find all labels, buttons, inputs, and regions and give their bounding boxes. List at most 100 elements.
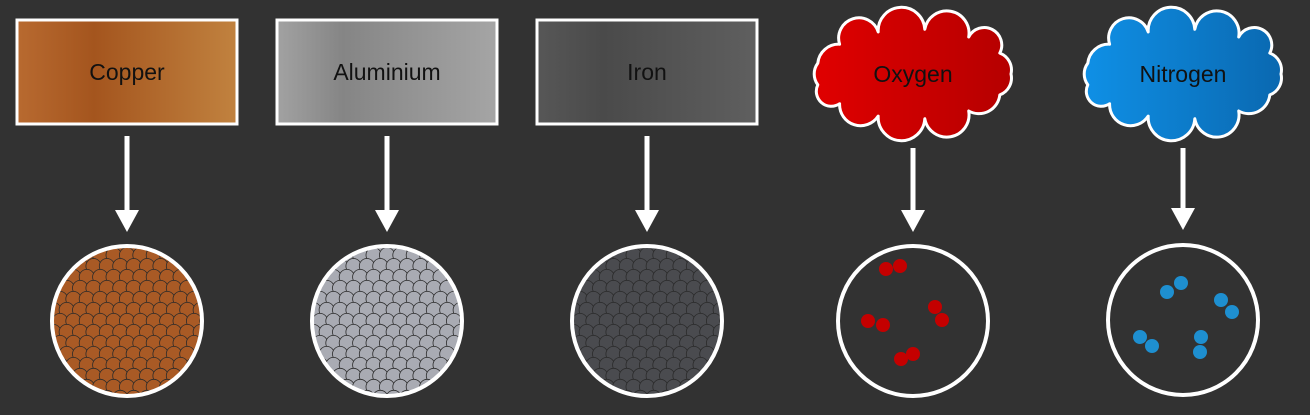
item-oxygen bbox=[812, 5, 1013, 398]
particle bbox=[292, 324, 307, 339]
particle bbox=[58, 389, 75, 396]
particle bbox=[572, 356, 575, 373]
particle bbox=[727, 237, 742, 252]
particle bbox=[740, 280, 755, 295]
particle bbox=[207, 302, 222, 317]
particle bbox=[727, 368, 742, 383]
particle bbox=[207, 324, 222, 339]
particle bbox=[546, 313, 561, 328]
particle bbox=[445, 378, 462, 395]
particle bbox=[26, 379, 41, 394]
particle bbox=[32, 390, 47, 405]
particle bbox=[459, 356, 462, 373]
particle bbox=[65, 378, 82, 395]
particle bbox=[312, 247, 328, 264]
particle bbox=[740, 368, 755, 383]
particle bbox=[572, 258, 582, 275]
particle bbox=[325, 247, 342, 264]
particle bbox=[220, 346, 235, 361]
particle bbox=[292, 346, 307, 361]
particle-view-outline bbox=[836, 244, 990, 398]
particle bbox=[552, 390, 567, 405]
particle bbox=[312, 378, 315, 395]
particle bbox=[179, 389, 196, 396]
particle bbox=[712, 389, 722, 396]
particle bbox=[312, 389, 322, 396]
particle bbox=[480, 259, 495, 274]
arrow-head bbox=[635, 210, 659, 232]
particle bbox=[467, 302, 482, 317]
particle bbox=[72, 389, 89, 396]
iron-block bbox=[535, 18, 759, 126]
molecule-atom bbox=[1174, 276, 1188, 290]
particle bbox=[213, 269, 228, 284]
molecule-atom bbox=[879, 262, 893, 276]
particle bbox=[292, 368, 307, 383]
particle bbox=[727, 302, 742, 317]
particle bbox=[552, 280, 567, 295]
particle bbox=[172, 247, 189, 264]
particle bbox=[199, 378, 202, 395]
particle bbox=[185, 247, 202, 264]
particle-view-bg bbox=[1108, 245, 1258, 395]
particle bbox=[706, 247, 722, 264]
arrow-head bbox=[901, 210, 925, 232]
particle bbox=[192, 258, 202, 275]
particle bbox=[578, 246, 595, 253]
particle bbox=[467, 280, 482, 295]
particle bbox=[312, 258, 322, 275]
particle bbox=[727, 280, 742, 295]
nitrogen-cloud bbox=[1082, 5, 1283, 143]
particle bbox=[213, 313, 228, 328]
molecule-atom bbox=[935, 313, 949, 327]
particle bbox=[213, 335, 228, 350]
particle bbox=[52, 268, 55, 285]
particle bbox=[52, 378, 55, 395]
particle bbox=[572, 246, 582, 253]
particle bbox=[552, 346, 567, 361]
particle-view-outline bbox=[50, 244, 204, 398]
particle bbox=[740, 324, 755, 339]
particle bbox=[740, 237, 755, 252]
particle bbox=[165, 389, 182, 396]
particle bbox=[52, 247, 69, 264]
particle bbox=[685, 389, 702, 396]
particle bbox=[692, 247, 709, 264]
particle-view-bg bbox=[838, 246, 988, 396]
particle bbox=[719, 268, 722, 285]
particle bbox=[706, 378, 722, 395]
particle bbox=[546, 269, 561, 284]
particle-view-outline bbox=[310, 244, 464, 398]
particle bbox=[699, 246, 716, 253]
particle bbox=[432, 247, 449, 264]
particle bbox=[733, 379, 748, 394]
particle bbox=[292, 390, 307, 405]
particle bbox=[213, 379, 228, 394]
particle bbox=[727, 324, 742, 339]
particle bbox=[199, 312, 202, 329]
particle bbox=[199, 247, 202, 264]
particle bbox=[473, 357, 488, 372]
particle bbox=[425, 389, 442, 396]
particle bbox=[572, 378, 575, 395]
particle bbox=[207, 390, 222, 405]
particle bbox=[52, 367, 62, 384]
particle bbox=[719, 356, 722, 373]
particle bbox=[592, 246, 609, 253]
particle bbox=[318, 389, 335, 396]
oxygen-cloud bbox=[812, 5, 1013, 143]
particle bbox=[286, 248, 301, 263]
item-copper bbox=[15, 18, 239, 405]
particle bbox=[552, 368, 567, 383]
particle bbox=[318, 246, 335, 253]
particle bbox=[459, 312, 462, 329]
particle bbox=[740, 390, 755, 405]
particle bbox=[572, 378, 589, 395]
particle bbox=[727, 346, 742, 361]
particle bbox=[292, 280, 307, 295]
particle bbox=[585, 247, 602, 264]
particle bbox=[52, 389, 62, 396]
arrow-head bbox=[1171, 208, 1195, 230]
particle bbox=[467, 324, 482, 339]
